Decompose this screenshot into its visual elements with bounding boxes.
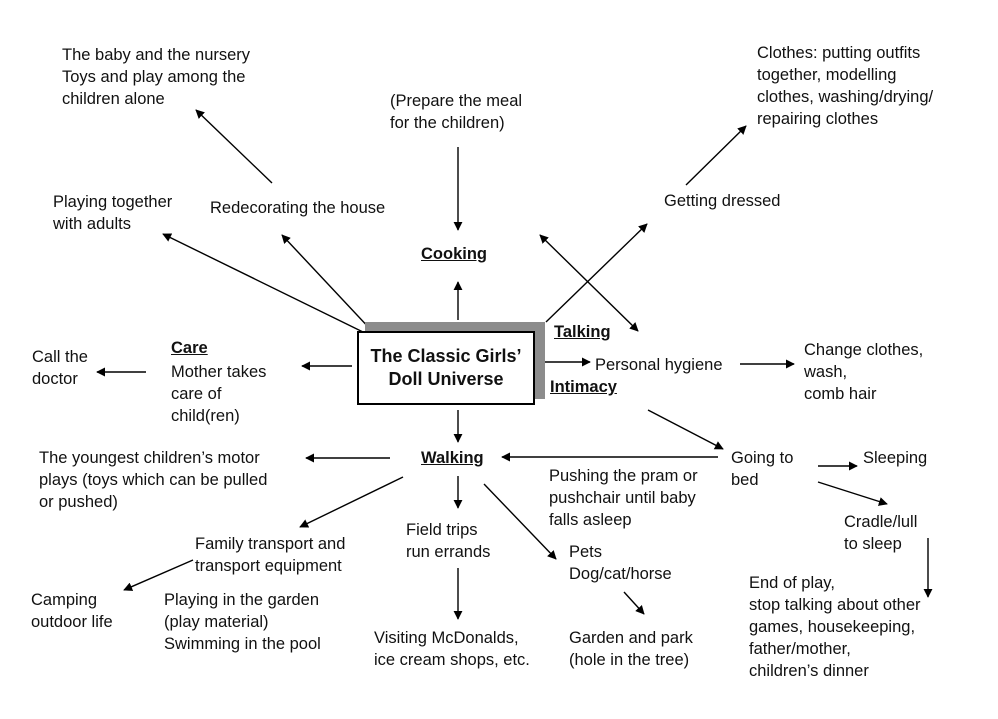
family-transport-to-camping-arrow (123, 559, 194, 591)
node-mother-care: Mother takes care of child(ren) (171, 363, 267, 425)
center-to-getting-dressed-arrow (545, 223, 648, 323)
node-garden-park: Garden and park (hole in the tree) (569, 629, 693, 669)
heading-walking: Walking (421, 449, 484, 467)
center-title: The Classic Girls’ Doll Universe (370, 346, 522, 389)
node-getting-dressed: Getting dressed (664, 192, 781, 210)
center-to-playing-adults-arrow (162, 233, 366, 334)
node-pushing-pram: Pushing the pram or pushchair until baby… (549, 467, 698, 529)
node-going-bed: Going to bed (731, 449, 794, 489)
node-personal-hygiene: Personal hygiene (595, 356, 723, 374)
walking-to-family-transport-arrow (299, 476, 404, 528)
node-youngest-motor: The youngest children’s motor plays (toy… (39, 449, 268, 511)
going-bed-to-cradle-arrow (817, 481, 888, 506)
arrows (96, 109, 933, 620)
node-field-trips: Field trips run errands (406, 521, 491, 561)
node-garden-play: Playing in the garden (play material) Sw… (164, 591, 321, 653)
node-mcdonalds: Visiting McDonalds, ice cream shops, etc… (374, 629, 530, 669)
pets-to-garden-park-arrow (623, 591, 645, 615)
node-cradle: Cradle/lull to sleep (844, 513, 918, 553)
node-camping: Camping outdoor life (31, 591, 113, 631)
center-to-redecorating-arrow (281, 234, 373, 332)
node-prepare-meal: (Prepare the meal for the children) (390, 92, 523, 132)
heading-talking: Talking (554, 323, 611, 341)
node-pets: Pets Dog/cat/horse (569, 543, 672, 583)
node-end-play: End of play, stop talking about other ga… (749, 574, 921, 680)
heading-cooking: Cooking (421, 245, 487, 263)
node-change-clothes: Change clothes, wash, comb hair (804, 341, 924, 403)
node-call-doctor: Call the doctor (32, 348, 88, 388)
node-clothes: Clothes: putting outfits together, model… (757, 44, 934, 128)
redecorating-to-baby-arrow (195, 109, 273, 184)
node-sleeping: Sleeping (863, 449, 928, 467)
node-playing-adults: Playing together with adults (53, 193, 173, 233)
node-family-transport: Family transport and transport equipment (195, 535, 346, 575)
node-redecorating: Redecorating the house (210, 199, 386, 217)
node-baby-nursery: The baby and the nursery Toys and play a… (62, 46, 251, 108)
getting-dressed-to-clothes-arrow (685, 125, 747, 186)
intimacy-to-going-bed-arrow (647, 409, 724, 450)
center-box: The Classic Girls’ Doll Universe (357, 331, 535, 405)
walking-to-pets-arrow (483, 483, 557, 560)
heading-care: Care (171, 339, 208, 357)
cooking-intimacy-double-arrow (539, 234, 639, 332)
heading-intimacy: Intimacy (550, 378, 617, 396)
